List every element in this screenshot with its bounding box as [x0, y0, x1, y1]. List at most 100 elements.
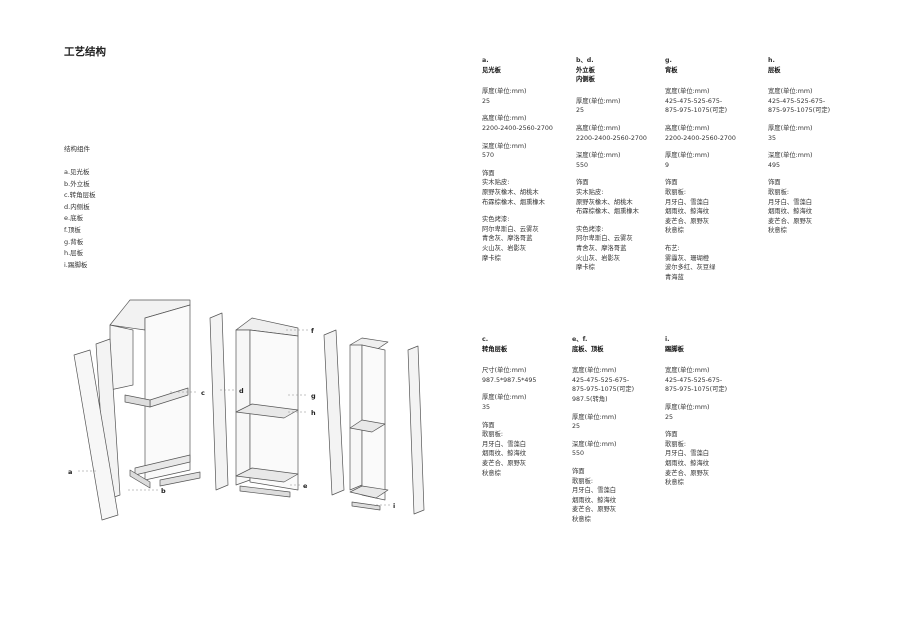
spacer: [572, 459, 667, 467]
spacer: [572, 405, 667, 413]
spec-value: 2200-2400-2560-2700: [665, 134, 736, 142]
spacer: [665, 395, 760, 403]
spec-label: 高度(单位:mm): [482, 115, 527, 123]
spec-value: 425-475-525-675-: [665, 97, 723, 105]
spec-value: 布霖棕橡木、烟熏橡木: [482, 198, 545, 206]
spec-value: 秋意棕: [482, 469, 501, 477]
spacer: [576, 143, 671, 151]
part-item: i.踢脚板: [64, 260, 88, 269]
spec-label: 饰面: [482, 169, 495, 177]
spec-column-g: g.背板宽度(单位:mm)425-475-525-675-875-975-107…: [665, 56, 760, 282]
spec-value: 波尔多红、灰豆绿: [665, 264, 716, 272]
spacer: [665, 170, 760, 178]
spacer: [768, 170, 863, 178]
spec-label: 饰面: [576, 179, 589, 187]
spacer: [665, 422, 760, 430]
spec-code: h.: [768, 57, 775, 64]
spec-value: 火山灰、岩影灰: [482, 244, 527, 252]
spacer: [482, 354, 577, 366]
spec-value: 烟雨纹、鲸海纹: [665, 208, 710, 216]
spacer: [572, 432, 667, 440]
spec-value: 9: [665, 161, 670, 169]
spec-value: 麦芒合、原野灰: [665, 469, 710, 477]
spec-column-h: h.层板宽度(单位:mm)425-475-525-675-875-975-107…: [768, 56, 863, 236]
spec-value: 35: [482, 403, 491, 411]
spec-name: 层板: [768, 66, 781, 74]
spec-value: 阿尔卑斯白、云雾灰: [576, 235, 633, 243]
spec-value: 青海蓝: [665, 273, 684, 281]
spacer: [576, 85, 671, 97]
spec-value: 麦芒合、原野灰: [572, 506, 617, 514]
spec-label: 厚度(单位:mm): [768, 124, 813, 132]
spacer: [572, 354, 667, 366]
spec-value: 麦芒合、原野灰: [482, 459, 527, 467]
spec-label: 厚度(单位:mm): [576, 97, 621, 105]
straight-cabinet-drawing: [235, 317, 299, 498]
spec-label: 宽度(单位:mm): [572, 367, 617, 375]
spacer: [665, 75, 760, 87]
part-item: b.外立板: [64, 179, 90, 188]
spec-value: 495: [768, 161, 781, 169]
small-cabinet-drawing: [349, 337, 389, 511]
spec-value: 550: [572, 450, 585, 458]
part-item: f.顶板: [64, 225, 81, 234]
spec-value: 月牙白、雪藻白: [572, 487, 617, 495]
spec-value: 秋意棕: [768, 227, 787, 235]
spec-value: 425-475-525-675-: [768, 97, 826, 105]
part-item: d.内侧板: [64, 202, 90, 211]
parts-subtitle: 结构组件: [64, 145, 90, 153]
spec-value: 麦芒合、原野灰: [665, 217, 710, 225]
spec-value: 月牙白、雪藻白: [665, 450, 710, 458]
spec-label: 尺寸(单位:mm): [482, 367, 527, 375]
spec-name: 外立板: [576, 66, 595, 74]
spec-value: 月牙白、雪藻白: [768, 198, 813, 206]
spec-value: 歌丽板:: [665, 440, 687, 448]
spec-value: 烟雨纹、鲸海纹: [665, 459, 710, 467]
spec-label: 饰面: [482, 421, 495, 429]
spec-value: 875-975-1075(可定): [768, 107, 831, 115]
corner-cabinet-drawing: [109, 299, 201, 489]
spec-value: 实木贴皮:: [576, 188, 604, 196]
diagram-label-a: a: [68, 468, 72, 476]
spec-value: 歌丽板:: [572, 477, 594, 485]
spec-value: 570: [482, 152, 495, 160]
spacer: [665, 143, 760, 151]
spec-label: 深度(单位:mm): [768, 152, 813, 160]
spec-value: 原野灰橡木、胡桃木: [576, 198, 633, 206]
spec-value: 425-475-525-675-: [572, 376, 630, 384]
spec-value: 火山灰、岩影灰: [576, 254, 621, 262]
spec-value: 青舍灰、摩洛哥蓝: [482, 235, 533, 243]
diagram-label-g: g: [311, 392, 316, 400]
spec-label: 布艺:: [665, 244, 680, 252]
spacer: [482, 385, 577, 393]
spec-label: 厚度(单位:mm): [482, 88, 527, 96]
spacer: [768, 143, 863, 151]
diagram-label-b: b: [161, 487, 166, 495]
diagram-label-c: c: [201, 389, 205, 397]
outer-panel-right: [407, 345, 425, 515]
spec-value: 月牙白、雪藻白: [482, 440, 527, 448]
spec-value: 2200-2400-2560-2700: [482, 124, 553, 132]
diagram-label-i: i: [393, 502, 395, 510]
spec-name: 踢脚板: [665, 345, 684, 353]
spec-value: 25: [482, 97, 491, 105]
spec-label: 宽度(单位:mm): [665, 367, 710, 375]
back-panel-g: [323, 329, 345, 496]
spec-value: 875-975-1075(可定): [665, 107, 728, 115]
spec-label: 饰面: [572, 467, 585, 475]
spec-label: 厚度(单位:mm): [665, 403, 710, 411]
spec-value: 25: [576, 107, 585, 115]
spec-value: 550: [576, 161, 589, 169]
spec-label: 饰面: [665, 179, 678, 187]
spacer: [482, 75, 577, 87]
part-item: c.转角层板: [64, 191, 96, 200]
spec-value: 25: [665, 413, 674, 421]
spec-label: 深度(单位:mm): [576, 152, 621, 160]
spec-code: i.: [665, 336, 670, 343]
spec-code: b、d.: [576, 57, 594, 64]
spec-value: 摩卡棕: [482, 254, 501, 262]
spec-value: 麦芒合、原野灰: [768, 217, 813, 225]
spec-label: 厚度(单位:mm): [665, 152, 710, 160]
